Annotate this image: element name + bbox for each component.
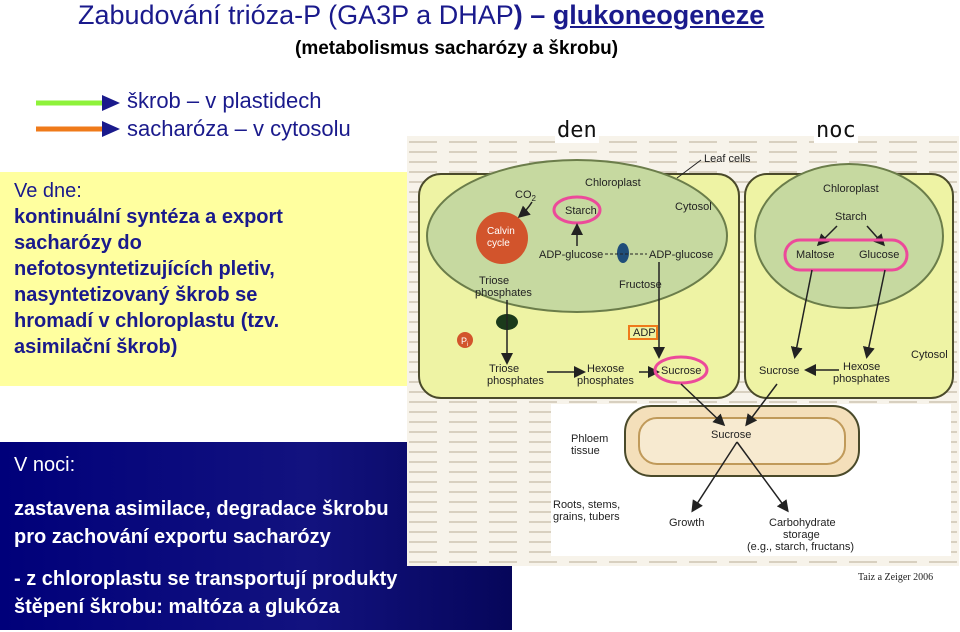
leaf-cells-label: Leaf cells	[704, 153, 751, 165]
glucose-label: Glucose	[859, 249, 899, 261]
hexose-left-label-2: phosphates	[577, 375, 634, 387]
sucrose-to-phloem-left	[680, 383, 726, 427]
starch-right-label: Starch	[835, 211, 867, 223]
chloroplast-label: Chloroplast	[585, 177, 641, 189]
title-part-1: Zabudování trióza-P (GA3P a DHAP	[78, 0, 514, 30]
legend-starch: škrob – v plastidech	[127, 88, 322, 113]
day-line: kontinuální syntéza a export	[14, 206, 283, 228]
calvin-label-1: Calvin	[487, 226, 515, 237]
phloem-label-2: tissue	[571, 445, 600, 457]
roots-label-1: Roots, stems,	[553, 499, 620, 511]
day-title: Ve dne:	[14, 180, 82, 202]
sucrose-left-highlight	[653, 355, 709, 385]
calvin-label-2: cycle	[487, 238, 510, 249]
sucrose-to-phloem-right	[745, 383, 778, 427]
phloem-to-growth-arrow	[691, 441, 738, 513]
starch-label: Starch	[565, 205, 597, 217]
hexose-right-label-1: Hexose	[843, 361, 880, 373]
calvin-cycle-circle	[476, 212, 528, 264]
night-title: V noci:	[14, 454, 76, 476]
starch-arrow-icon	[36, 95, 120, 111]
legend-sucrose: sacharóza – v cytosolu	[127, 116, 351, 141]
growth-label: Growth	[669, 517, 704, 529]
figure-credit: Taiz a Zeiger 2006	[858, 572, 934, 583]
cytosol-label: Cytosol	[675, 201, 712, 213]
day-line: sacharózy do	[14, 232, 142, 254]
co2-arrow	[517, 201, 533, 218]
maltose-export-arrow	[790, 269, 813, 359]
page-title: Zabudování trióza-P (GA3P a DHAP) – gluk…	[78, 0, 764, 31]
triose-bottom-label-1: Triose	[489, 363, 519, 375]
pi-circle	[457, 332, 473, 348]
sucrose-right-label: Sucrose	[759, 365, 799, 377]
storage-label-3: (e.g., starch, fructans)	[747, 541, 854, 553]
phloem-inner	[638, 417, 846, 465]
adp-glucose-right-label: ADP-glucose	[649, 249, 713, 261]
page-subtitle: (metabolismus sacharózy a škrobu)	[295, 38, 619, 59]
chloroplast-right	[754, 163, 944, 309]
fructose-label: Fructose	[619, 279, 662, 291]
adp-label: ADP	[633, 327, 656, 339]
carbohydrate-metabolism-diagram: Leaf cells Calvin cycle CO2 Chloroplast …	[407, 136, 959, 566]
legend-arrows	[36, 95, 120, 137]
hexose-right-label-2: phosphates	[833, 373, 890, 385]
storage-label-1: Carbohydrate	[769, 517, 836, 529]
sucrose-left-label: Sucrose	[661, 365, 701, 377]
day-text: Ve dne: kontinuální syntéza a export sac…	[14, 178, 283, 360]
day-line: asimilační škrob)	[14, 336, 178, 358]
sucrose-phloem-label: Sucrose	[711, 429, 751, 441]
phloem-label-1: Phloem	[571, 433, 608, 445]
title-part-2: ) –	[513, 0, 553, 30]
hexose-left-label-1: Hexose	[587, 363, 624, 375]
night-tag: noc	[814, 118, 858, 143]
leaf-cells-pointer	[676, 159, 702, 179]
adp-box	[628, 325, 658, 340]
day-line: nefotosyntetizujících pletiv,	[14, 258, 275, 280]
triose-bottom-label-2: phosphates	[487, 375, 544, 387]
day-panel	[0, 172, 408, 386]
title-part-3: glukoneogeneze	[552, 0, 765, 30]
triose-left-label-2: phosphates	[475, 287, 532, 299]
night-line: pro zachování exportu sacharózy	[14, 526, 331, 548]
adp-glucose-left-label: ADP-glucose	[539, 249, 603, 261]
maltose-glucose-highlight	[783, 238, 909, 272]
pi-label: Pi	[461, 336, 468, 348]
co2-label: CO2	[515, 189, 537, 203]
maltose-label: Maltose	[796, 249, 835, 261]
cytosol-right-label: Cytosol	[911, 349, 948, 361]
day-line: hromadí v chloroplastu (tzv.	[14, 310, 280, 332]
night-line: - z chloroplastu se transportují produkt…	[14, 568, 398, 590]
day-line: nasyntetizovaný škrob se	[14, 284, 258, 306]
roots-label-2: grains, tubers	[553, 511, 620, 523]
storage-label-2: storage	[783, 529, 820, 541]
triose-left-label-1: Triose	[479, 275, 509, 287]
day-tag: den	[555, 118, 599, 143]
transporter-blue	[617, 243, 629, 263]
chloroplast-right-label: Chloroplast	[823, 183, 879, 195]
night-line: štěpení škrobu: maltóza a glukóza	[14, 596, 340, 618]
sucrose-arrow-icon	[36, 121, 120, 137]
glucose-export-arrow	[862, 269, 886, 359]
phloem-to-storage-arrow	[736, 441, 789, 513]
night-line: zastavena asimilace, degradace škrobu	[14, 498, 389, 520]
